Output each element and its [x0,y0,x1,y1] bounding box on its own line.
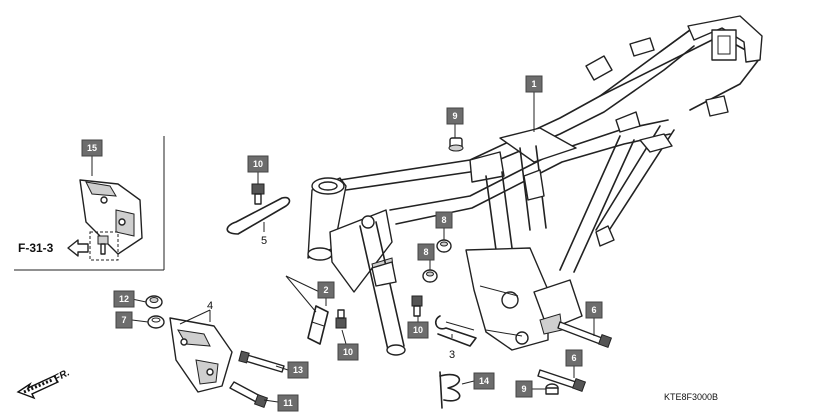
bolt-11-drawing [229,381,269,409]
reference-label: F-31-3 [18,241,54,255]
callout-8-lower: 8 [417,243,435,261]
inset-panel [14,136,165,271]
nut-12-drawing [145,295,163,309]
svg-text:7: 7 [121,315,126,325]
callout-10-left: 10 [337,343,359,361]
svg-text:10: 10 [343,347,353,357]
callout-13: 13 [287,361,309,379]
label-4: 4 [207,300,213,312]
bolt-10-mid [411,295,423,317]
pin-5-drawing [226,183,291,235]
svg-text:11: 11 [283,398,293,408]
callout-1: 1 [525,75,543,93]
svg-text:8: 8 [441,215,446,225]
guard-assembly-4 [169,317,233,393]
svg-text:9: 9 [452,111,457,121]
small-bolt-inset [89,231,119,261]
leader-lines [91,92,595,403]
callout-15: 15 [81,139,103,157]
bolt-6-lower [537,369,587,393]
svg-text:2: 2 [323,285,328,295]
bolt-6-right [557,321,613,349]
bolt-10-left [335,309,347,329]
drawing-code: KTE8F3000B [664,392,718,402]
clip-3-drawing [434,315,477,347]
bracket-15-drawing [79,179,143,255]
svg-text:1: 1 [531,79,536,89]
clip-14-drawing [439,371,461,409]
callout-6-right: 6 [585,301,603,319]
callout-14: 14 [473,372,495,390]
label-5: 5 [261,235,267,247]
svg-text:13: 13 [293,365,303,375]
nut-8-lower [422,269,438,283]
svg-text:15: 15 [87,143,97,153]
svg-text:9: 9 [521,384,526,394]
svg-text:8: 8 [423,247,428,257]
label-3: 3 [449,349,455,361]
collar-7-drawing [147,315,165,329]
main-frame-drawing [307,15,763,356]
front-direction-arrow-icon [16,375,60,400]
callout-7: 7 [115,311,133,329]
svg-text:6: 6 [591,305,596,315]
svg-text:10: 10 [413,325,423,335]
svg-text:6: 6 [571,353,576,363]
front-direction-label: FR. [52,367,71,384]
clip-2-drawing [307,305,329,345]
svg-text:12: 12 [119,294,129,304]
callout-9-lower: 9 [515,380,533,398]
callout-2: 2 [317,281,335,299]
callout-9-top: 9 [446,107,464,125]
callout-10-top: 10 [247,155,269,173]
reference-arrow-icon [67,239,89,257]
callout-6-lower: 6 [565,349,583,367]
callout-8-upper: 8 [435,211,453,229]
callout-12: 12 [113,290,135,308]
svg-text:10: 10 [253,159,263,169]
bolt-9-top [448,137,464,152]
bolt-13-drawing [238,350,285,373]
svg-text:14: 14 [479,376,489,386]
callout-10-mid: 10 [407,321,429,339]
callout-11: 11 [277,394,299,412]
nut-8-upper [436,239,452,253]
cap-9-lower [545,383,559,395]
